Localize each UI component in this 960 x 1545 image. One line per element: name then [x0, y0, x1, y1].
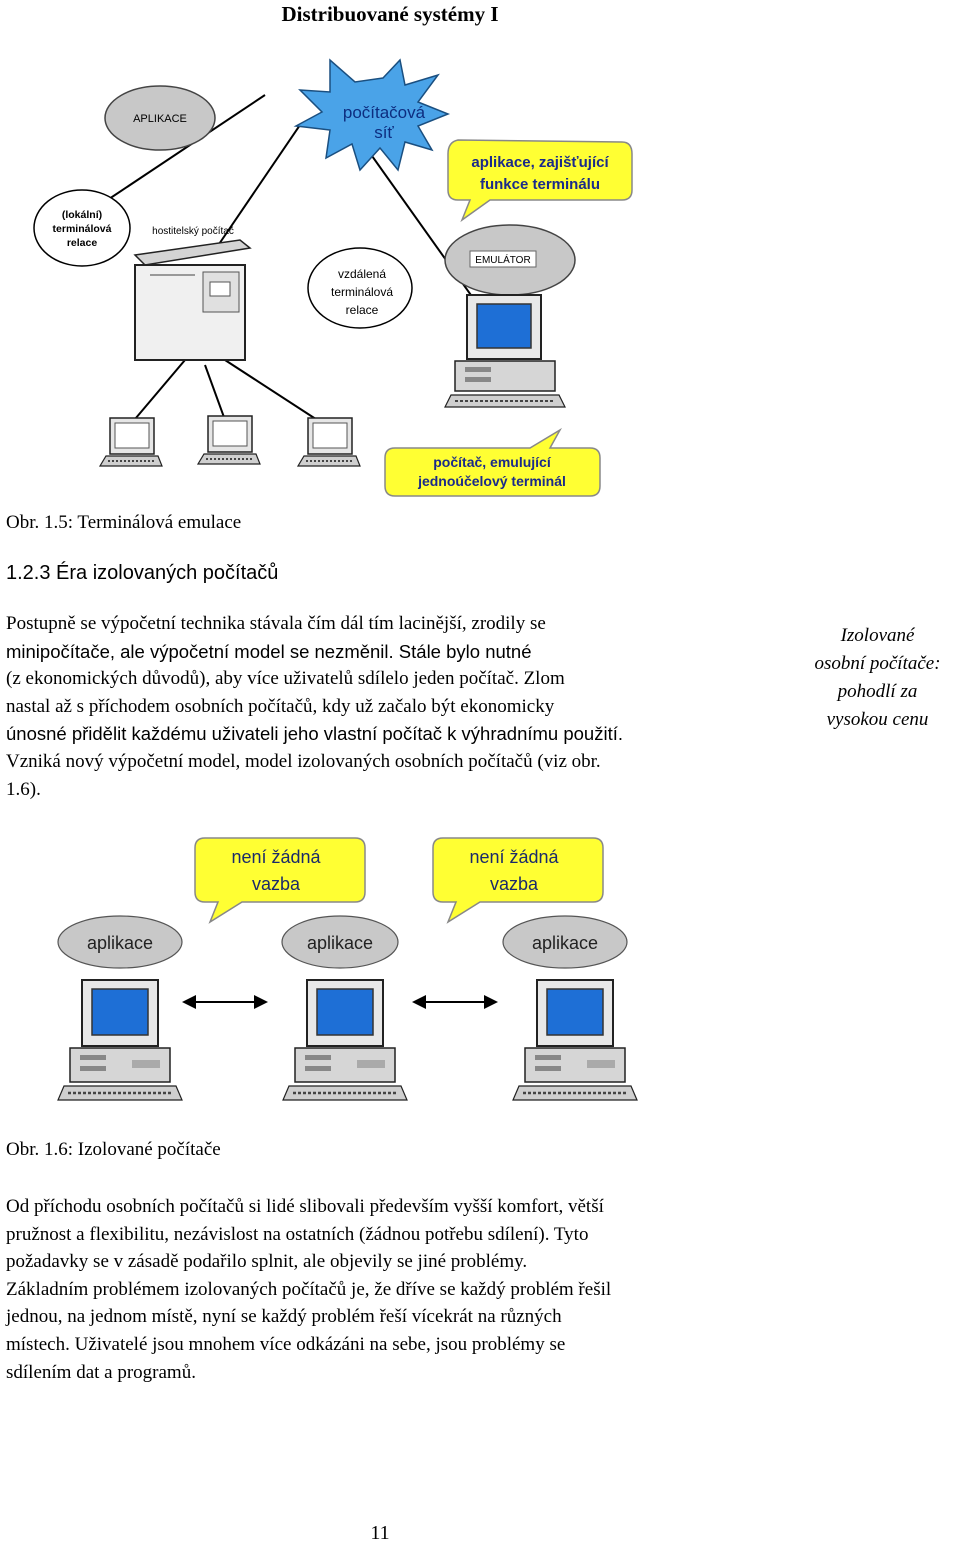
- closing-paragraph: Od příchodu osobních počítačů si lidé sl…: [6, 1193, 796, 1386]
- link-line: [84, 94, 266, 216]
- double-arrow-icon: [412, 995, 498, 1009]
- app-functions-line2: funkce terminálu: [480, 176, 600, 193]
- application-cloud-label: aplikace: [307, 933, 373, 953]
- pc-icon: [511, 978, 639, 1102]
- no-barrier-right-line2: vazba: [490, 874, 539, 894]
- emulating-pc-icon: [444, 294, 566, 408]
- terminal-icon: [99, 417, 163, 467]
- isolated-computers-diagram: není žádná vazba není žádná vazba aplika…: [56, 837, 639, 1102]
- network-label-line2: síť: [374, 123, 394, 142]
- emulating-pc-line2: jednoúčelový terminál: [417, 473, 566, 489]
- paragraph-line: jednou, na jednom místě, nyní se každý p…: [6, 1306, 562, 1328]
- link-line: [129, 359, 186, 426]
- local-session-line3: relace: [67, 237, 98, 249]
- emulator-label: EMULÁTOR: [475, 253, 530, 266]
- host-computer-label: hostitelský počítač: [152, 226, 234, 237]
- terminal-icon: [297, 417, 361, 467]
- pc-icon: [281, 978, 409, 1102]
- margin-note: Izolované osobní počítače: pohodlí za vy…: [795, 622, 960, 734]
- no-barrier-left-line2: vazba: [252, 874, 301, 894]
- paragraph-line: Od příchodu osobních počítačů si lidé sl…: [6, 1196, 604, 1217]
- emulating-pc-bubble: [384, 427, 601, 497]
- paragraph-line: Vzniká nový výpočetní model, model izolo…: [6, 750, 601, 772]
- paragraph-line: Postupně se výpočetní technika stávala č…: [6, 613, 546, 634]
- application-cloud-label: aplikace: [87, 933, 153, 953]
- remote-session-line2: terminálová: [331, 285, 393, 299]
- local-session-bubble: [33, 189, 131, 267]
- application-cloud-icon: [281, 915, 399, 969]
- application-cloud-icon: [104, 85, 216, 151]
- section-paragraph: Postupně se výpočetní technika stávala č…: [6, 610, 796, 803]
- application-cloud-label: aplikace: [532, 933, 598, 953]
- paragraph-line: (z ekonomických důvodů), aby více uživat…: [6, 668, 565, 690]
- paragraph-line: Základním problémem izolovaných počítačů…: [6, 1278, 612, 1300]
- local-session-line2: terminálová: [53, 223, 112, 235]
- margin-note-line: osobní počítače:: [814, 653, 941, 674]
- paragraph-line: místech. Uživatelé jsou mnohem více odká…: [6, 1333, 566, 1355]
- remote-session-line3: relace: [346, 303, 379, 317]
- remote-session-bubble: [307, 247, 413, 329]
- local-session-line1: (lokální): [62, 209, 102, 221]
- terminal-icon: [197, 415, 261, 465]
- no-barrier-left-line1: není žádná: [231, 847, 321, 867]
- app-functions-line1: aplikace, zajišťující: [471, 154, 609, 171]
- paragraph-line: sdílením dat a programů.: [6, 1361, 196, 1383]
- paragraph-line: požadavky se v zásadě podařilo splnit, a…: [6, 1251, 528, 1273]
- terminal-emulation-diagram: počítačová síť APLIKACE (lokální) termin…: [33, 58, 633, 497]
- link-line: [214, 124, 301, 251]
- link-line: [204, 364, 226, 421]
- remote-session-line1: vzdálená: [338, 267, 386, 281]
- link-line: [224, 359, 326, 426]
- network-label-line1: počítačová: [343, 103, 426, 122]
- paragraph-line: minipočítače, ale výpočetní model se nez…: [6, 640, 532, 662]
- network-cloud-icon: [293, 58, 451, 172]
- paragraph-line: nastal až s příchodem osobních počítačů,…: [6, 695, 555, 717]
- margin-note-line: vysokou cenu: [826, 709, 929, 730]
- paragraph-line: pružnost a flexibilitu, nezávislost na o…: [6, 1223, 589, 1245]
- application-cloud-icon: [57, 915, 183, 969]
- app-functions-bubble: [447, 139, 633, 223]
- figure-caption-1-6: Obr. 1.6: Izolované počítače: [6, 1139, 221, 1160]
- application-cloud-icon: [502, 915, 628, 969]
- double-arrow-icon: [182, 995, 268, 1009]
- emulating-pc-line1: počítač, emulující: [433, 454, 552, 470]
- paragraph-line: 1.6).: [6, 778, 41, 800]
- host-computer-icon: [133, 239, 252, 361]
- paragraph-line: únosné přidělit každému uživateli jeho v…: [6, 723, 623, 745]
- figure-caption-1-5: Obr. 1.5: Terminálová emulace: [6, 512, 242, 533]
- no-barrier-bubble-right: [432, 837, 604, 924]
- pc-icon: [56, 978, 184, 1102]
- document-header-title: Distribuované systémy I: [281, 2, 499, 26]
- page-number: 11: [370, 1522, 390, 1544]
- section-heading: 1.2.3 Éra izolovaných počítačů: [6, 562, 279, 584]
- application-label: APLIKACE: [133, 113, 187, 125]
- no-barrier-right-line1: není žádná: [469, 847, 559, 867]
- margin-note-line: Izolované: [840, 625, 915, 646]
- no-barrier-bubble-left: [194, 837, 366, 924]
- margin-note-line: pohodlí za: [837, 681, 918, 702]
